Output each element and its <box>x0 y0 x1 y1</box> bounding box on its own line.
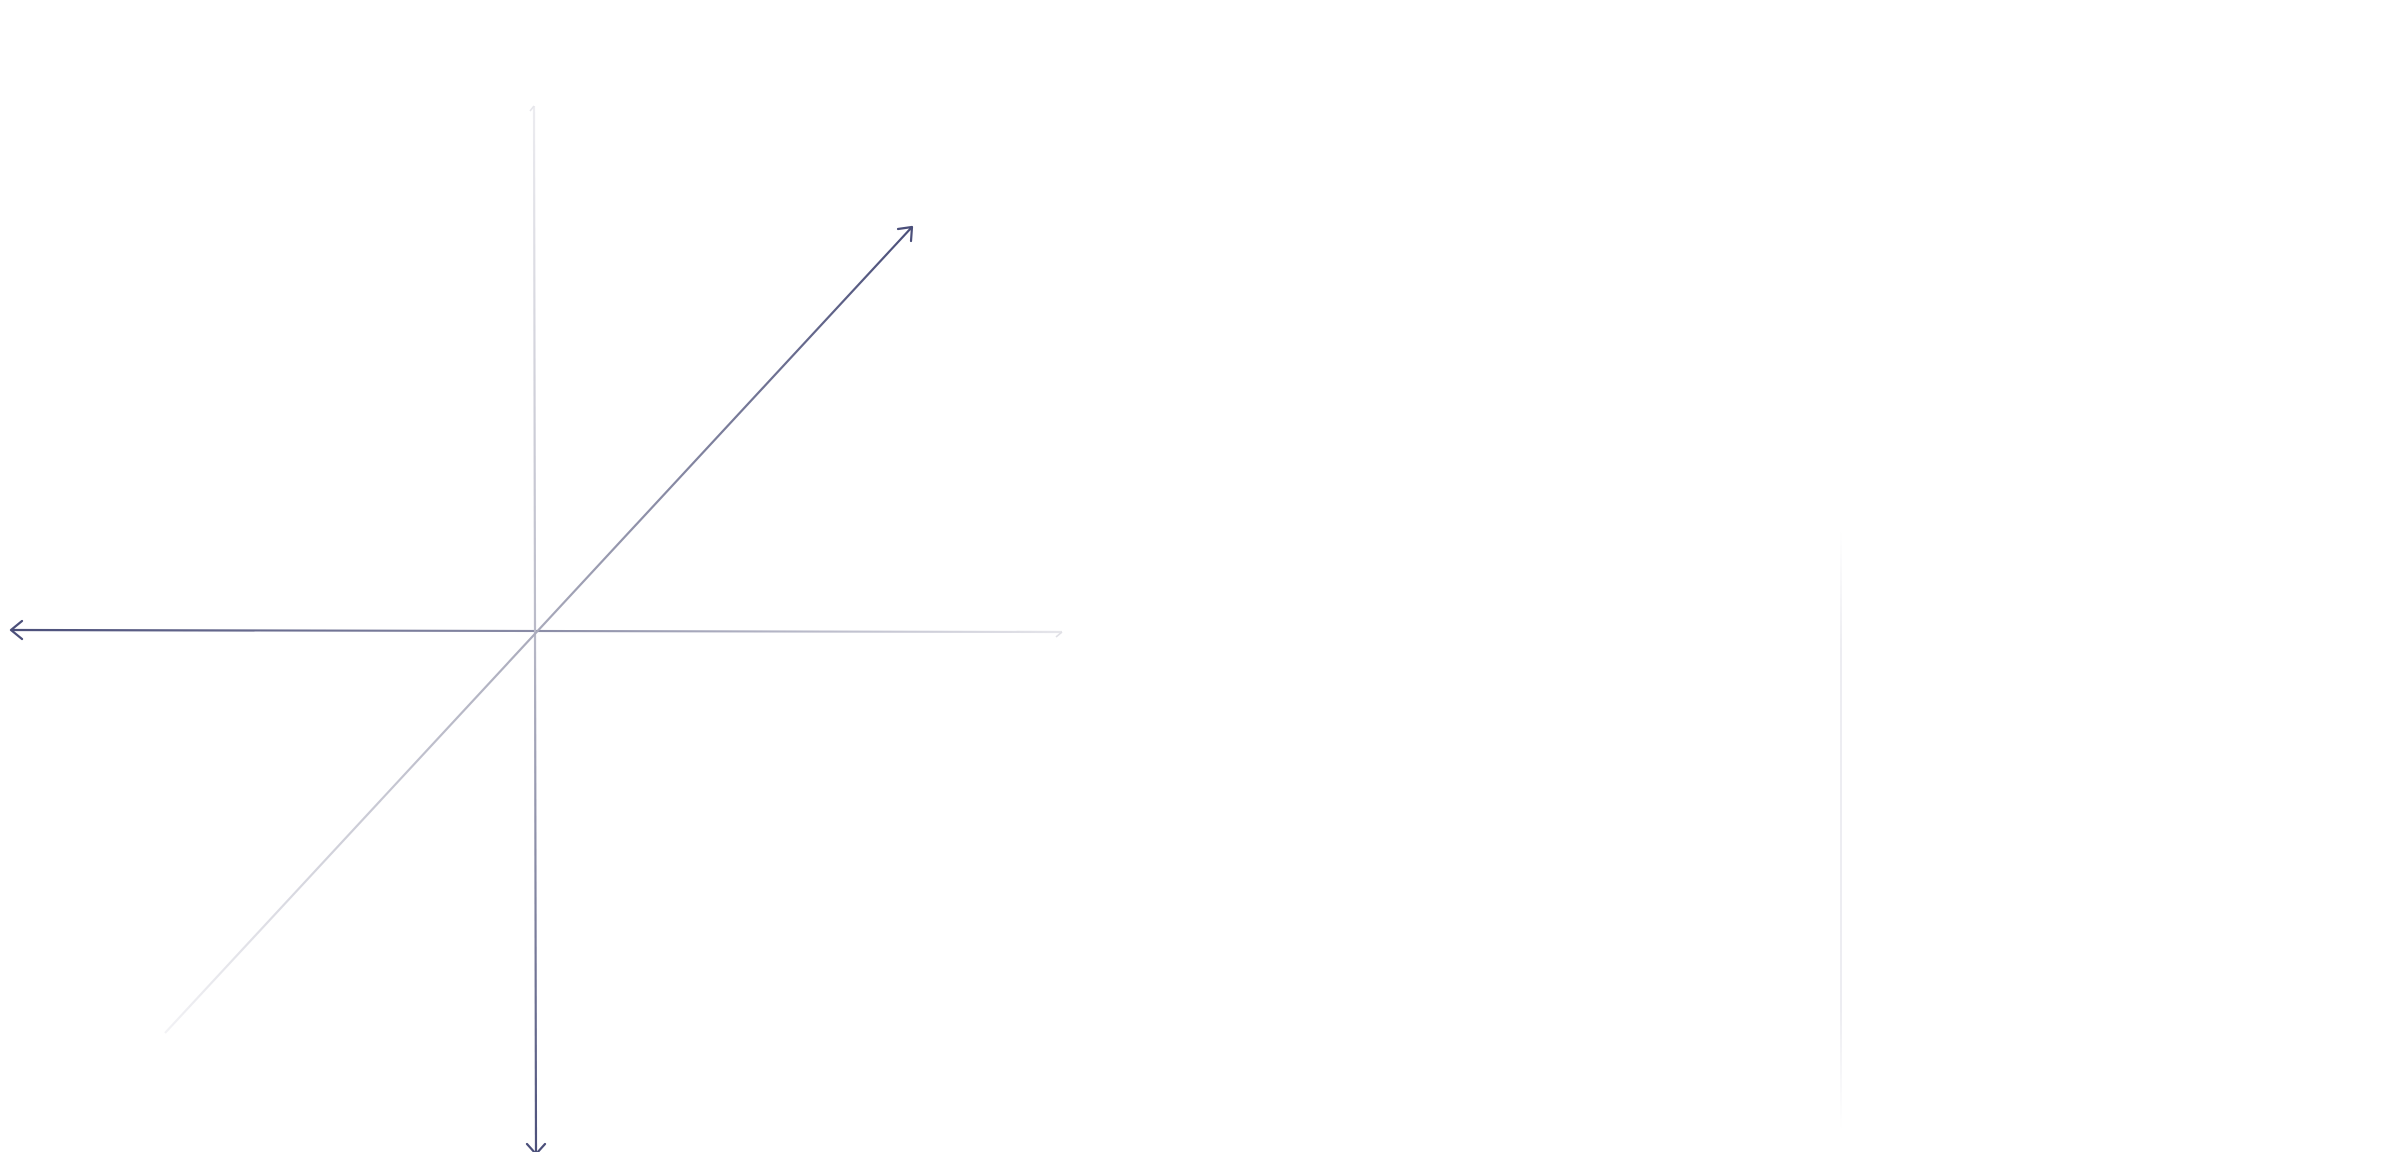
x-axis <box>9 619 1063 641</box>
x-axis-faded-tick-icon <box>1055 631 1063 638</box>
z-axis-arrowhead-icon <box>896 225 914 243</box>
x-axis-arrowhead-icon <box>9 619 24 641</box>
z-axis <box>164 225 914 1034</box>
y-axis <box>525 105 547 1152</box>
y-axis-arrowhead-icon <box>525 1142 547 1152</box>
y-axis-faded-tick-icon <box>529 105 535 112</box>
faint-divider-line <box>1840 530 1842 1130</box>
